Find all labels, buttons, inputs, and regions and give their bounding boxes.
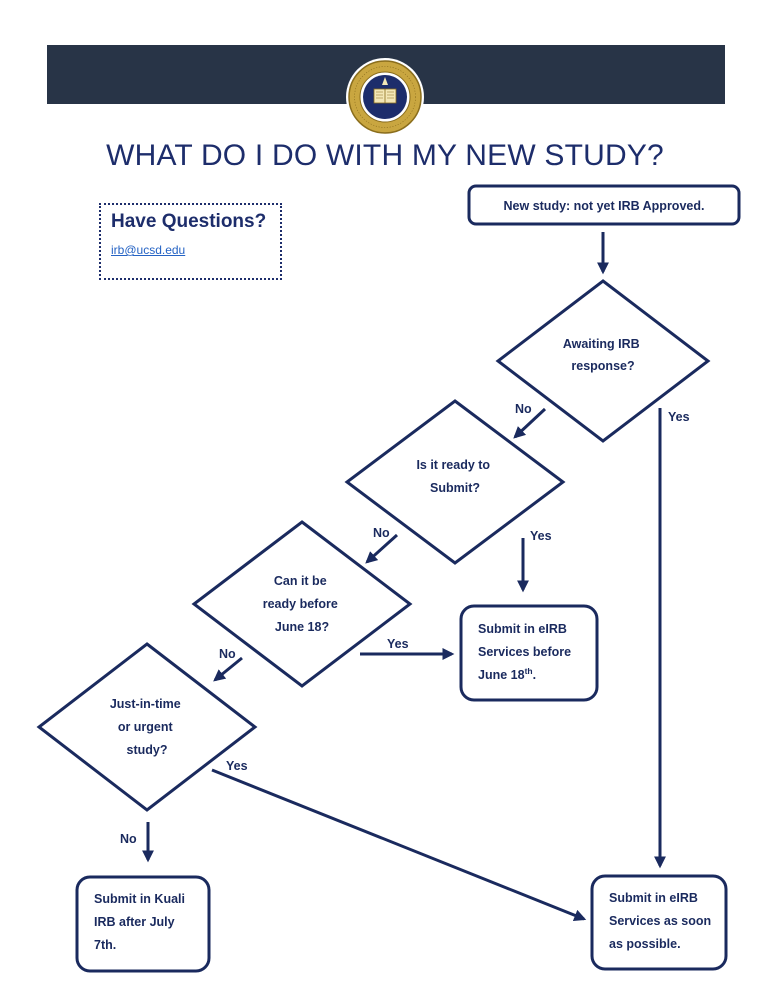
edge-awaiting-ready [513, 407, 547, 439]
node-urgent [36, 642, 258, 812]
node-ready-text: Is it ready to Submit? [416, 458, 493, 495]
node-submit-kuali [75, 875, 211, 973]
node-before-text: Can it be ready before June 18? [263, 574, 342, 634]
node-text-line: Submit in eIRB [609, 891, 698, 905]
node-text-line: Is it ready to [416, 458, 490, 472]
edge-label-urgent-no: No [120, 832, 137, 846]
edge-label-ready-no: No [373, 526, 390, 540]
node-text-line: Submit in Kuali [94, 892, 185, 906]
edge-label-ready-yes: Yes [530, 529, 552, 543]
edge-label-urgent-yes: Yes [226, 759, 248, 773]
node-text-line: Submit? [430, 481, 480, 495]
node-text-line: as possible. [609, 937, 681, 951]
node-text-line: June 18 [478, 668, 525, 682]
node-submit-before [459, 604, 599, 702]
edge-label-before-no: No [219, 647, 236, 661]
edge-before-urgent [213, 656, 243, 682]
node-start-text: New study: not yet IRB Approved. [504, 199, 705, 213]
node-urgent-text: Just-in-time or urgent study? [110, 697, 184, 757]
questions-title: Have Questions? [111, 211, 267, 232]
page-title: WHAT DO I DO WITH MY NEW STUDY? [106, 139, 664, 172]
university-seal-icon [346, 58, 424, 136]
node-text-line: Awaiting IRB [563, 337, 640, 351]
node-submit-soon-text: Submit in eIRB Services as soon as possi… [609, 891, 715, 951]
node-text-line: Services before [478, 645, 571, 659]
node-submit-before-text: Submit in eIRB Services before June 18th… [478, 622, 575, 682]
node-text-line: or urgent [118, 720, 174, 734]
node-awaiting-text: Awaiting IRB response? [563, 337, 643, 373]
node-submit-kuali-text: Submit in Kuali IRB after July 7th. [94, 892, 188, 952]
questions-box: Have Questions? irb@ucsd.edu [99, 203, 282, 280]
node-text-line: Just-in-time [110, 697, 181, 711]
node-text-superscript: th [525, 666, 533, 676]
node-text-line: New study: not yet IRB Approved. [504, 199, 705, 213]
edge-label-before-yes: Yes [387, 637, 409, 651]
edge-urgent-soon [211, 768, 587, 922]
node-awaiting [495, 279, 711, 443]
node-text-suffix: . [533, 668, 536, 682]
node-text-line: Services as soon [609, 914, 711, 928]
node-submit-soon [590, 874, 728, 971]
edge-label-awaiting-no: No [515, 402, 532, 416]
node-text-line: 7th. [94, 938, 116, 952]
edge-label-awaiting-yes: Yes [668, 410, 690, 424]
node-text-line: Submit in eIRB [478, 622, 567, 636]
node-text-line: response? [571, 359, 634, 373]
node-text-line: June 18? [275, 620, 329, 634]
node-before [191, 520, 413, 688]
node-text-line: Can it be [274, 574, 327, 588]
node-text-line: ready before [263, 597, 338, 611]
node-text-line: IRB after July [94, 915, 175, 929]
email-link[interactable]: irb@ucsd.edu [111, 243, 186, 257]
node-ready [344, 399, 566, 565]
edge-ready-before [365, 533, 399, 564]
node-text-line: study? [127, 743, 168, 757]
node-start [467, 184, 741, 226]
